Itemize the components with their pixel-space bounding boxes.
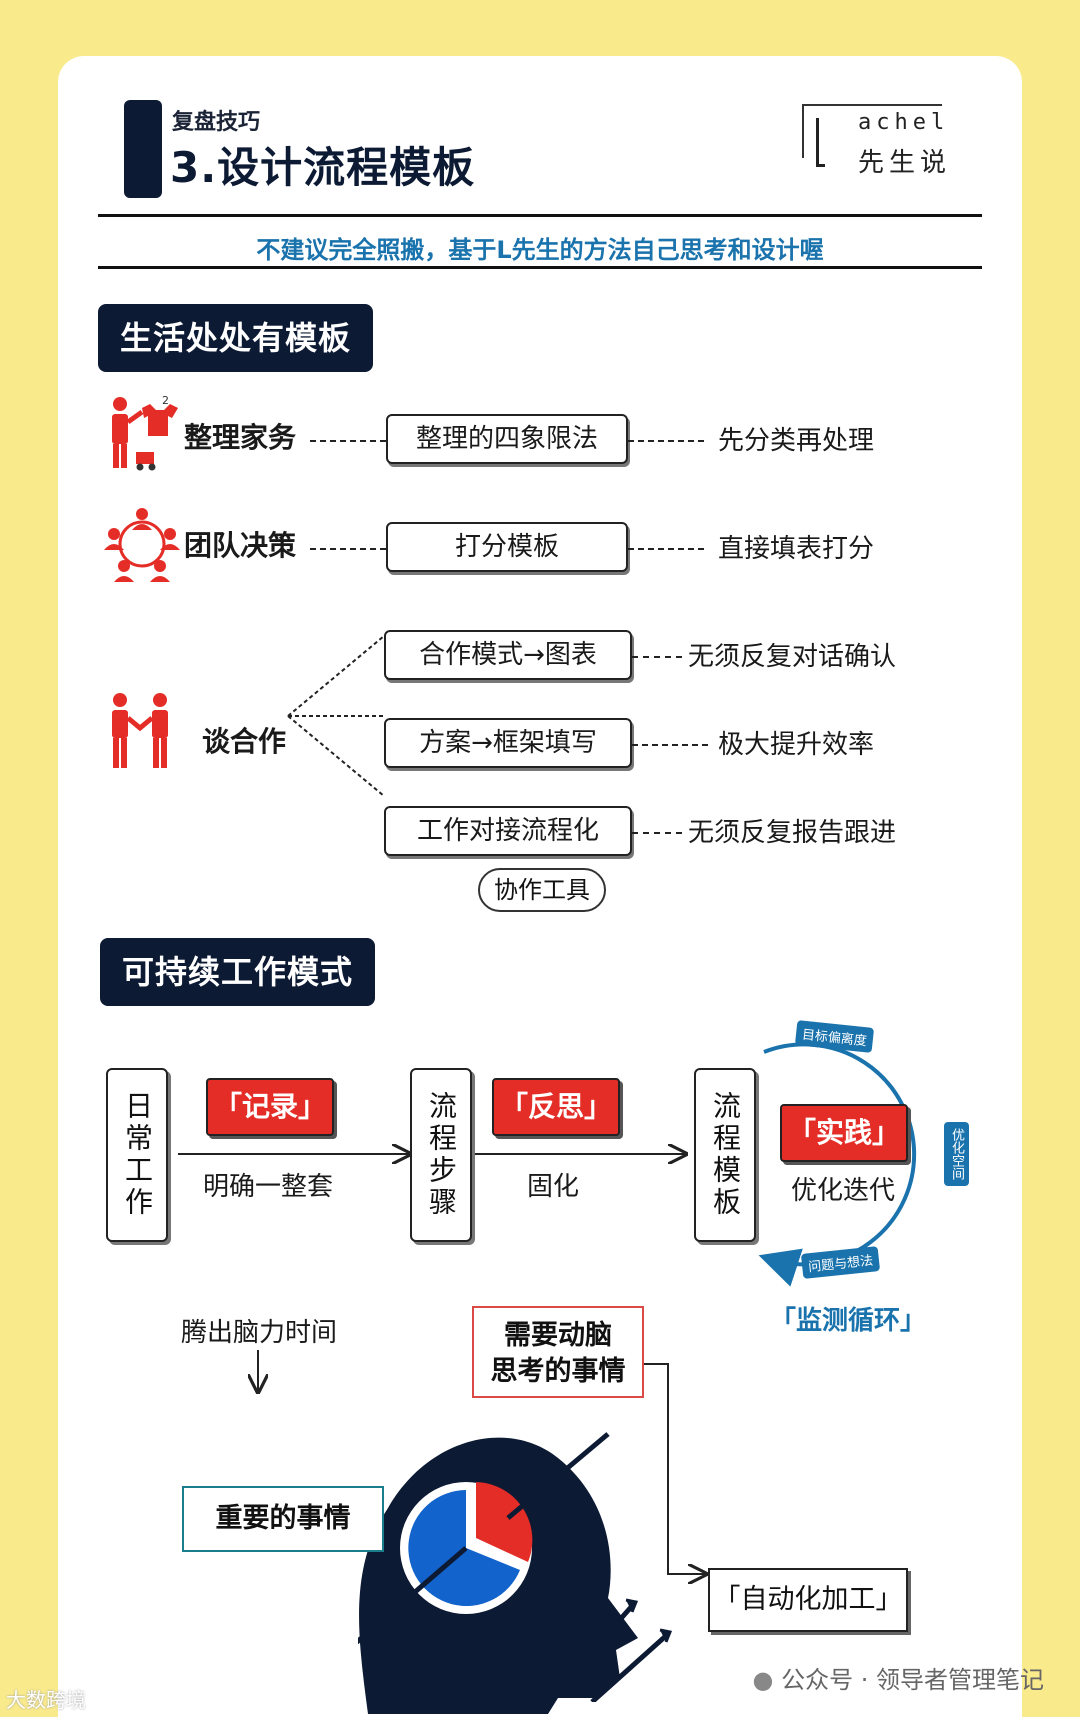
stage-daily-work: 日常工作 [106, 1068, 168, 1242]
eyebrow-text: 复盘技巧 [172, 110, 261, 135]
automation-box: 「自动化加工」 [708, 1568, 908, 1632]
footer-account-text: 公众号 · 领导者管理笔记 [781, 1666, 1044, 1694]
caption-define-set: 明确一整套 [202, 1172, 333, 1202]
result-text: 先分类再处理 [718, 426, 875, 456]
connector-line [628, 548, 704, 550]
monitor-cycle-label: 「监测循环」 [770, 1306, 927, 1336]
caption-iterate: 优化迭代 [790, 1176, 895, 1206]
team-icon [104, 508, 180, 582]
tag-record: 「记录」 [206, 1078, 334, 1136]
collaboration-tool-tag: 协作工具 [478, 868, 606, 912]
connector-line [310, 440, 386, 442]
connector-line [628, 440, 704, 442]
thinking-tasks-box: 需要动脑 思考的事情 [472, 1306, 644, 1398]
coop-box-model-chart: 合作模式→图表 [384, 630, 632, 680]
speed-lines-icon [532, 1598, 672, 1702]
infographic-card: 复盘技巧 3.设计流程模板 achel 先生说 不建议完全照搬，基于L先生的方法… [58, 56, 1022, 1717]
free-brain-time-label: 腾出脑力时间 [180, 1318, 337, 1348]
watermark: 大数跨境 [6, 1688, 86, 1712]
thinking-line-1: 需要动脑 [504, 1320, 612, 1351]
result-text: 无须反复对话确认 [688, 642, 897, 672]
divider-bottom [98, 266, 982, 269]
housework-icon: 2 [112, 394, 178, 471]
connector-line [632, 744, 708, 746]
wechat-icon: ● [752, 1666, 774, 1694]
connector-line [632, 656, 682, 658]
divider-top [98, 214, 982, 217]
branch-connectors [287, 635, 385, 797]
template-box-scoring: 打分模板 [386, 522, 628, 572]
result-text: 无须反复报告跟进 [688, 818, 897, 848]
tag-practice: 「实践」 [780, 1104, 908, 1162]
section-title-sustainable: 可持续工作模式 [100, 938, 376, 1006]
footer-account: ● 公众号 · 领导者管理笔记 [753, 1660, 1044, 1695]
template-box-four-quadrant: 整理的四象限法 [386, 414, 628, 464]
result-text: 直接填表打分 [718, 534, 875, 564]
brand-logo: achel 先生说 [802, 104, 962, 182]
stage-process-template: 流程模板 [694, 1068, 756, 1242]
handshake-icon [112, 693, 168, 768]
logo-l-mark-icon [816, 118, 825, 167]
caption-solidify: 固化 [526, 1172, 579, 1202]
coop-box-framework: 方案→框架填写 [384, 718, 632, 768]
thinking-line-2: 思考的事情 [490, 1356, 626, 1387]
stage-process-steps: 流程步骤 [410, 1068, 472, 1242]
connector-line [310, 548, 386, 550]
page-title: 3.设计流程模板 [170, 143, 476, 192]
logo-text-small: achel [858, 110, 950, 135]
row-label-housework: 整理家务 [184, 421, 297, 454]
row-label-team-decision: 团队决策 [184, 529, 297, 562]
cycle-label-optimize: 优化空间 [944, 1122, 969, 1186]
result-text: 极大提升效率 [718, 730, 875, 760]
coop-box-workflow: 工作对接流程化 [384, 806, 632, 856]
section-title-templates: 生活处处有模板 [98, 304, 374, 372]
svg-text:2: 2 [162, 394, 169, 407]
title-accent-bar [124, 100, 162, 198]
subtitle-note: 不建议完全照搬，基于L先生的方法自己思考和设计喔 [256, 236, 824, 264]
head-silhouette-icon [358, 1432, 638, 1714]
logo-text-big: 先生说 [858, 148, 952, 178]
tag-reflect: 「反思」 [492, 1078, 620, 1136]
connector-line [632, 832, 682, 834]
row-label-cooperation: 谈合作 [202, 725, 287, 758]
important-things-box: 重要的事情 [182, 1486, 384, 1552]
